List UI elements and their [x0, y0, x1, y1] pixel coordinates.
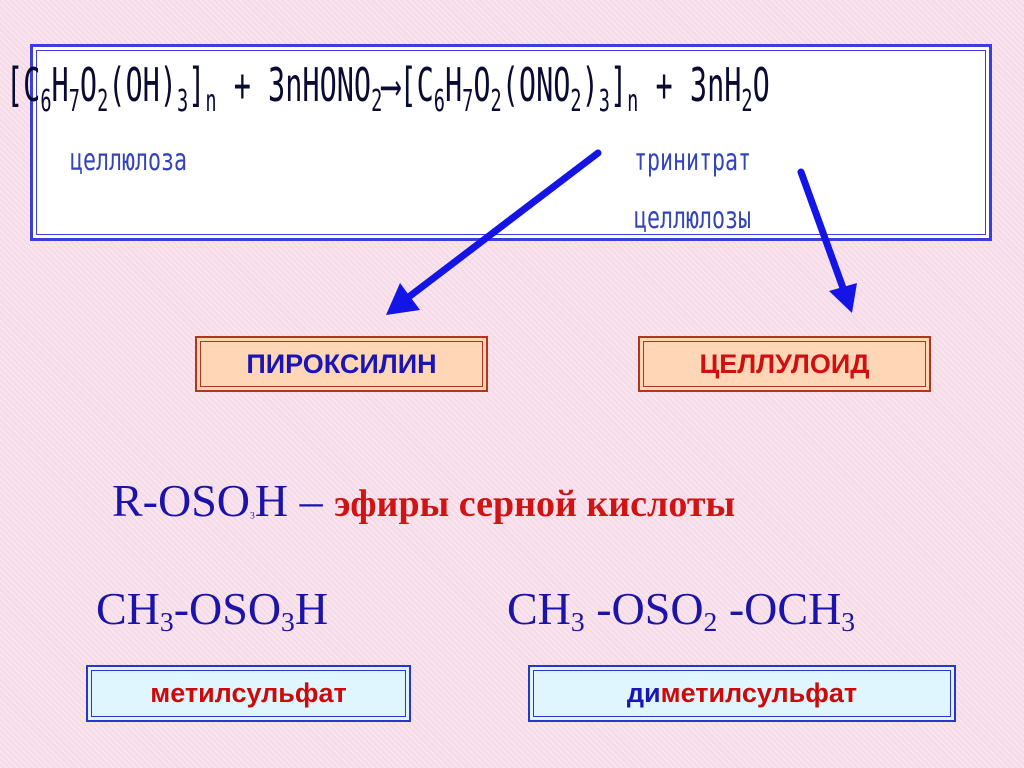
caption-trinitrate: тринитрат: [634, 143, 752, 178]
pyroxylin-box: ПИРОКСИЛИН: [195, 336, 488, 392]
methyl-sulfate-label: метилсульфат: [86, 665, 411, 722]
dimethyl-prefix: ди: [626, 678, 661, 708]
sulfuric-ester-general: R-OSO3H – эфиры серной кислоты: [112, 475, 736, 526]
sulfuric-ester-description: эфиры серной кислоты: [334, 483, 736, 525]
dimethyl-rest: метилсульфат: [660, 678, 858, 708]
reaction-arrow: ⟶: [382, 58, 400, 112]
caption-cellulose: целлюлоза: [70, 143, 188, 178]
caption-of-cellulose: целлюлозы: [634, 201, 752, 236]
celluloid-box: ЦЕЛЛУЛОИД: [638, 336, 931, 392]
methyl-sulfate-formula: CH3-OSO3H: [96, 583, 329, 637]
dimethyl-sulfate-formula: CH3 -OSO2 -OCH3: [507, 583, 856, 637]
nitration-equation: [C6H7O2(OH)3]n + 3nHONO2 ⟶ [C6H7O2(ONO2)…: [6, 58, 770, 119]
